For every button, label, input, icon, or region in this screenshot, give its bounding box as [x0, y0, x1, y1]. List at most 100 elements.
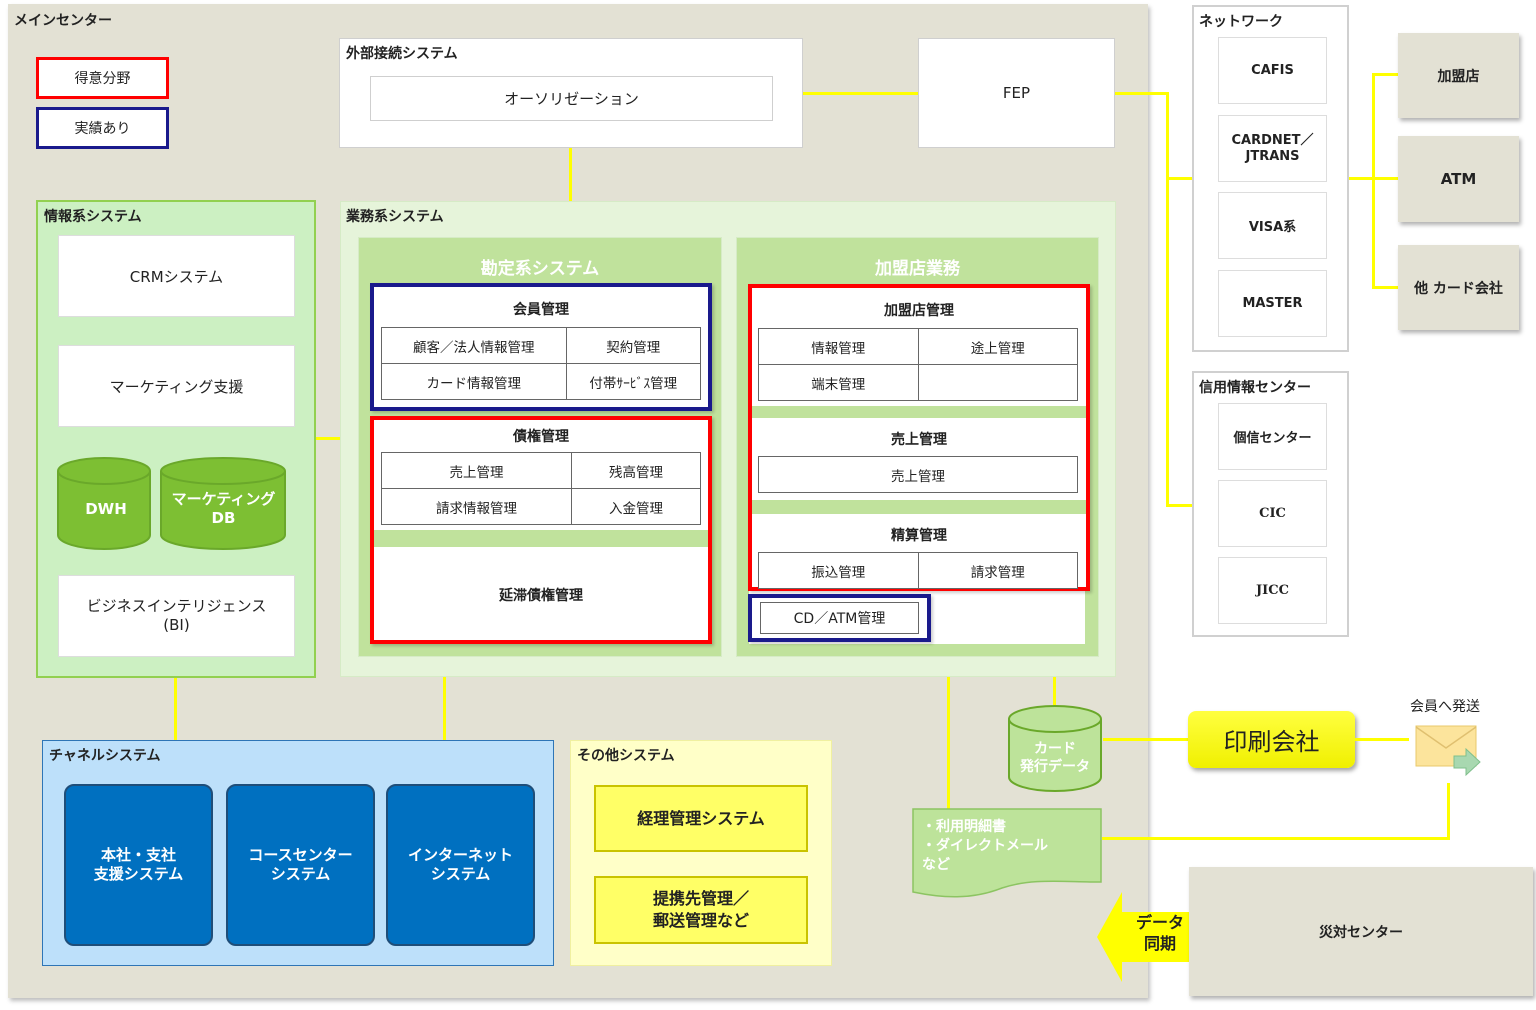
connector — [1166, 504, 1192, 507]
grid-cell[interactable]: 請求管理 — [917, 552, 1078, 589]
connector — [1115, 92, 1167, 95]
merchant-title: 加盟店業務 — [875, 259, 960, 279]
divider — [374, 530, 708, 547]
overdue-receivables[interactable]: 延滞債権管理 — [499, 588, 583, 604]
grid-cell[interactable]: 顧客／法人情報管理 — [381, 327, 567, 364]
network-title: ネットワーク — [1199, 14, 1283, 30]
divider — [752, 406, 1086, 418]
envelope-icon — [1415, 725, 1481, 777]
other-system: その他システム 経理管理システム 提携先管理／ 郵送管理など — [570, 740, 832, 966]
business-system: 業務系システム 勘定系システム 会員管理 顧客／法人情報管理契約管理 カード情報… — [340, 201, 1116, 677]
grid-cell[interactable]: 入金管理 — [571, 488, 701, 525]
printing-company[interactable]: 印刷会社 — [1188, 711, 1355, 768]
channel-line: システム — [270, 865, 331, 883]
channel-title: チャネルシステム — [49, 748, 161, 764]
connector — [443, 677, 446, 740]
credit-title: 信用情報センター — [1199, 380, 1311, 396]
partner-merchant[interactable]: 加盟店 — [1398, 33, 1519, 118]
connector — [803, 92, 918, 95]
grid-cell[interactable]: 売上管理 — [380, 452, 573, 489]
channel-line: 支援システム — [93, 865, 184, 883]
member-grid: 顧客／法人情報管理契約管理 カード情報管理付帯ｻｰﾋﾞｽ管理 — [381, 327, 701, 400]
network-cafis[interactable]: CAFIS — [1218, 37, 1327, 104]
cd-atm-management[interactable]: CD／ATM管理 — [760, 602, 919, 634]
merchant-mgmt-title: 加盟店管理 — [884, 303, 954, 319]
channel-line: インターネット — [407, 846, 513, 864]
connector — [1447, 783, 1450, 839]
document-shape — [912, 808, 1102, 898]
receivables-grid: 売上管理残高管理 請求情報管理入金管理 — [380, 452, 701, 525]
grid-cell[interactable]: 端末管理 — [758, 364, 919, 401]
partner-other-card-company[interactable]: 他 カード会社 — [1398, 245, 1519, 330]
external-connection-system: 外部接続システム オーソリゼーション — [339, 38, 803, 148]
business-system-title: 業務系システム — [346, 209, 444, 225]
credit-personal[interactable]: 個信センター — [1218, 403, 1327, 470]
settlement-title: 精算管理 — [891, 528, 947, 544]
bi-line1: ビジネスインテリジェンス — [86, 597, 267, 615]
channel-line: コースセンター — [248, 846, 353, 864]
channel-line: 本社・支社 — [100, 846, 176, 864]
send-to-members-label: 会員へ発送 — [1410, 699, 1480, 715]
marketing-support[interactable]: マーケティング支援 — [58, 345, 295, 427]
authorization-box[interactable]: オーソリゼーション — [370, 76, 773, 121]
channel-internet[interactable]: インターネットシステム — [386, 784, 535, 946]
credit-cic[interactable]: CIC — [1218, 480, 1327, 547]
divider — [752, 500, 1086, 514]
bi-box[interactable]: ビジネスインテリジェンス (BI) — [58, 575, 295, 657]
accounting-title: 勘定系システム — [480, 259, 600, 279]
network-cardnet-jtrans[interactable]: CARDNET／ JTRANS — [1218, 115, 1327, 182]
grid-cell[interactable]: カード情報管理 — [381, 363, 567, 400]
marketing-db-label: マーケティング DB — [161, 490, 286, 528]
partner-atm[interactable]: ATM — [1398, 136, 1519, 222]
external-title: 外部接続システム — [346, 46, 458, 62]
partner-mail-management[interactable]: 提携先管理／ 郵送管理など — [594, 876, 808, 944]
connector — [1372, 73, 1375, 288]
grid-cell[interactable]: 売上管理 — [758, 456, 1078, 493]
crm-system[interactable]: CRMシステム — [58, 235, 295, 317]
grid-cell[interactable]: 途上管理 — [917, 328, 1078, 365]
grid-cell[interactable]: 情報管理 — [758, 328, 919, 365]
card-issue-line1: カード — [1034, 741, 1076, 757]
fep-box[interactable]: FEP — [918, 38, 1115, 148]
merchant-operations: 加盟店業務 加盟店管理 情報管理途上管理 端末管理 売上管理 売上管理 精算管理… — [736, 237, 1099, 657]
sales-title: 売上管理 — [891, 432, 947, 448]
channel-line: システム — [430, 865, 491, 883]
dwh-db-icon — [57, 457, 151, 550]
connector — [174, 678, 177, 740]
bi-line2: (BI) — [163, 616, 190, 634]
legend-strength: 得意分野 — [36, 57, 169, 99]
grid-cell[interactable]: 振込管理 — [758, 552, 919, 589]
connector — [1103, 738, 1189, 741]
connector — [1053, 677, 1056, 707]
legend-track-record: 実績あり — [36, 107, 169, 149]
grid-cell[interactable]: 請求情報管理 — [380, 488, 573, 525]
grid-cell[interactable] — [917, 364, 1078, 401]
grid-cell[interactable]: 残高管理 — [571, 452, 701, 489]
documents-line3: など — [922, 857, 950, 873]
card-issue-data-label[interactable]: カード 発行データ — [1007, 740, 1103, 776]
channel-course-center[interactable]: コースセンターシステム — [226, 784, 375, 946]
accounting-system: 勘定系システム 会員管理 顧客／法人情報管理契約管理 カード情報管理付帯ｻｰﾋﾞ… — [358, 237, 722, 657]
channel-system: チャネルシステム 本社・支社支援システム コースセンターシステム インターネット… — [42, 740, 554, 966]
partner-line2: 郵送管理など — [652, 911, 749, 930]
network-master[interactable]: MASTER — [1218, 270, 1327, 337]
documents-label[interactable]: ・利用明細書 ・ダイレクトメール など — [922, 818, 1048, 875]
grid-cell[interactable]: 契約管理 — [565, 327, 701, 364]
network-visa[interactable]: VISA系 — [1218, 192, 1327, 259]
documents-line2: ・ダイレクトメール — [922, 838, 1048, 854]
marketing-db-line1: マーケティング — [171, 490, 276, 508]
main-center-title: メインセンター — [14, 13, 112, 29]
receivables-management: 債権管理 売上管理残高管理 請求情報管理入金管理 延滞債権管理 — [370, 416, 712, 644]
sync-line1: データ — [1135, 913, 1184, 932]
cd-atm-group: CD／ATM管理 — [748, 594, 931, 642]
connector — [1372, 286, 1399, 289]
channel-hq-branch[interactable]: 本社・支社支援システム — [64, 784, 213, 946]
disaster-recovery-center[interactable]: 災対センター — [1189, 867, 1533, 996]
marketing-db-icon — [160, 457, 286, 550]
credit-jicc[interactable]: JICC — [1218, 557, 1327, 624]
database-icons — [57, 457, 286, 550]
grid-cell[interactable]: 付帯ｻｰﾋﾞｽ管理 — [565, 363, 701, 400]
receivables-title: 債権管理 — [513, 429, 569, 445]
credit-info-center: 信用情報センター 個信センター CIC JICC — [1192, 371, 1349, 637]
accounting-management-system[interactable]: 経理管理システム — [594, 785, 808, 852]
